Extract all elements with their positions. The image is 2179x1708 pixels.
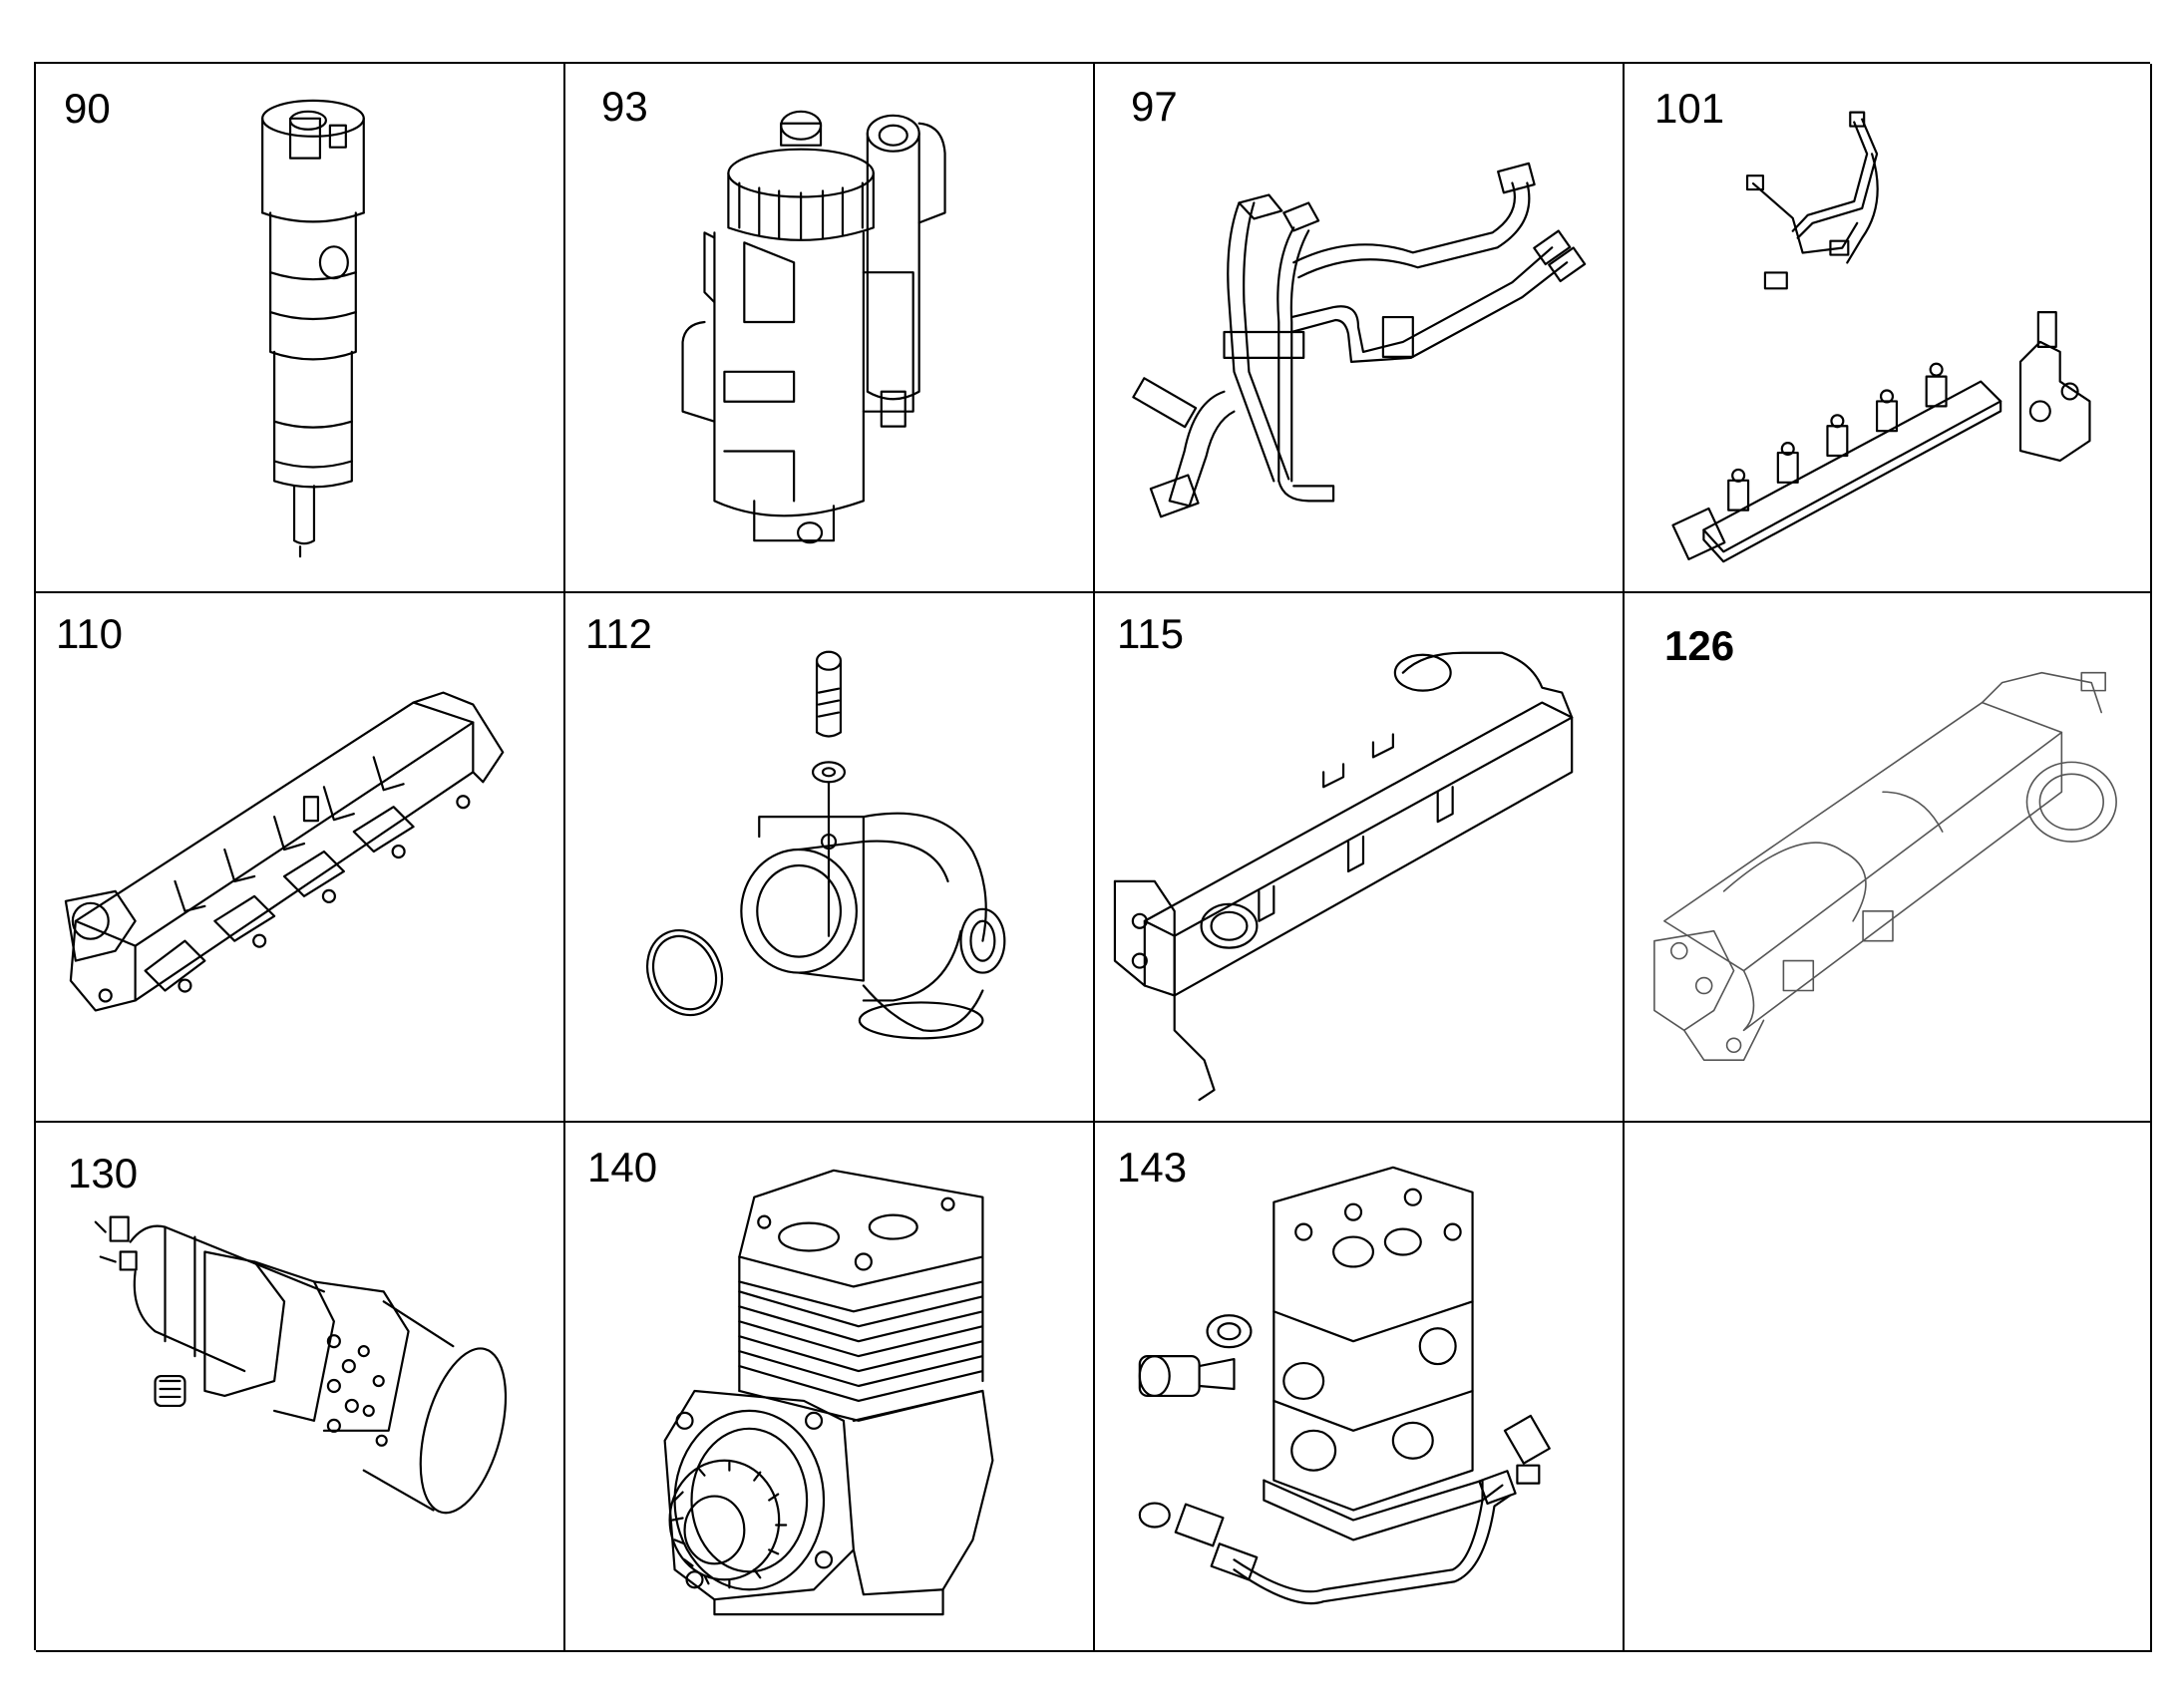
part-cell-140[interactable]: 140 <box>565 1123 1095 1652</box>
elbow-connector-icon <box>646 650 1006 1040</box>
part-cell-97[interactable]: 97 <box>1095 64 1625 593</box>
part-number: 93 <box>601 83 648 130</box>
air-compressor-fittings-icon <box>1138 1166 1551 1605</box>
intake-manifold-icon <box>64 691 505 1012</box>
fuel-filter-housing-icon <box>681 110 946 544</box>
part-number: 90 <box>64 85 111 132</box>
parts-grid: 90 93 <box>34 62 2152 1652</box>
part-number: 101 <box>1654 85 1725 132</box>
fuel-rail-icon <box>1671 111 2091 563</box>
part-number: 140 <box>587 1144 658 1191</box>
fuel-injector-icon <box>261 99 365 558</box>
part-number: 115 <box>1117 610 1184 657</box>
part-number: 110 <box>56 610 123 657</box>
solenoid-valve-icon <box>94 1215 508 1515</box>
exhaust-manifold-icon <box>1113 651 1574 1102</box>
air-compressor-icon <box>663 1169 994 1616</box>
part-number: 143 <box>1117 1144 1188 1191</box>
part-cell-126[interactable]: 126 <box>1625 593 2152 1123</box>
egr-cooler-icon <box>1653 671 2117 1062</box>
empty-cell <box>1625 1123 2152 1652</box>
part-cell-101[interactable]: 101 <box>1625 64 2152 593</box>
part-number: 112 <box>585 610 652 657</box>
part-number: 130 <box>68 1150 139 1196</box>
part-cell-115[interactable]: 115 <box>1095 593 1625 1123</box>
fuel-pipes-icon <box>1132 162 1587 518</box>
part-number: 97 <box>1131 83 1178 130</box>
part-cell-110[interactable]: 110 <box>36 593 565 1123</box>
part-cell-93[interactable]: 93 <box>565 64 1095 593</box>
part-cell-112[interactable]: 112 <box>565 593 1095 1123</box>
part-cell-143[interactable]: 143 <box>1095 1123 1625 1652</box>
part-cell-90[interactable]: 90 <box>36 64 565 593</box>
part-number: 126 <box>1664 622 1735 669</box>
part-cell-130[interactable]: 130 <box>36 1123 565 1652</box>
